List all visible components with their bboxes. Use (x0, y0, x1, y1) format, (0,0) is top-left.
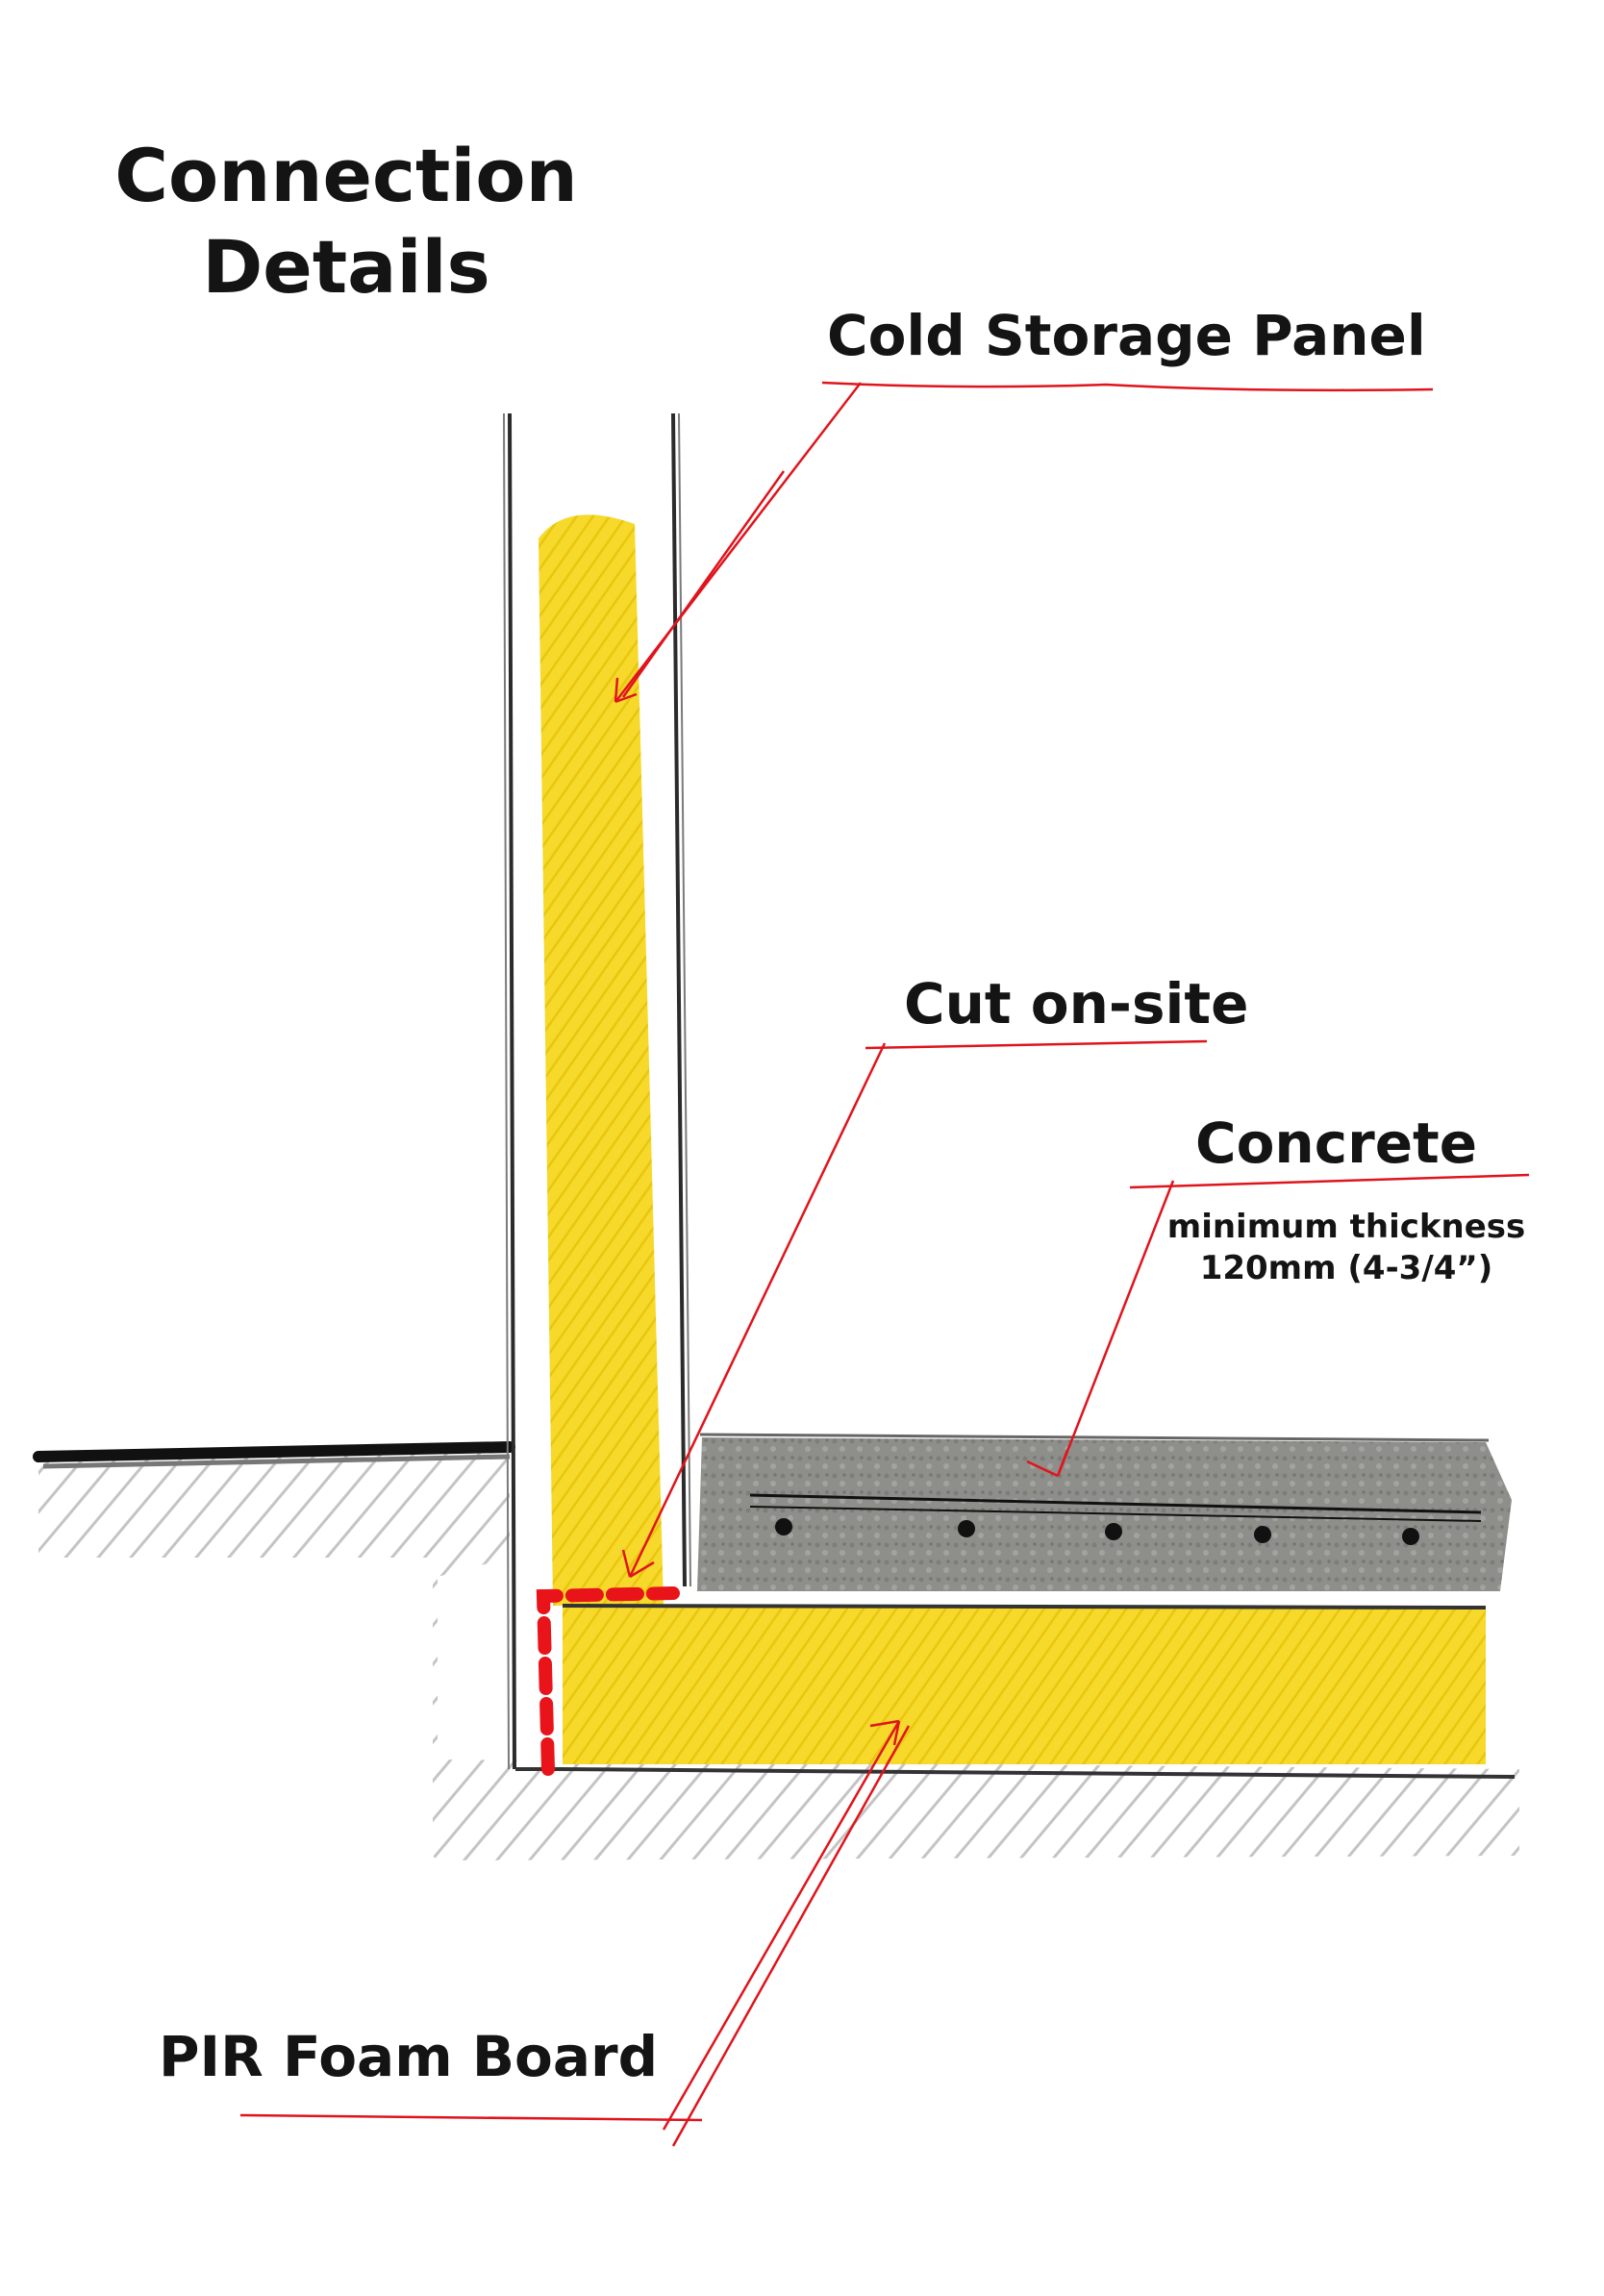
underline-pir-foam-board (239, 2113, 703, 2122)
concrete-note-line-1: minimum thickness (1166, 1208, 1526, 1246)
leader-concrete (1056, 1180, 1175, 1477)
leader-cold-storage-panel (614, 382, 862, 703)
label-pir-foam-board: PIR Foam Board (159, 2024, 659, 2089)
label-cold-storage-panel: Cold Storage Panel (827, 303, 1426, 368)
existing-floor-line (33, 1441, 515, 1469)
pir-foam-board (515, 1604, 1516, 1779)
label-concrete-note: minimum thickness 120mm (4-3/4”) (1164, 1207, 1529, 1288)
page-title: Connection Details (96, 130, 596, 312)
cut-line (536, 1586, 680, 1776)
leader-cut-on-site (628, 1042, 887, 1578)
leader-pir-foam-board (662, 1720, 901, 2131)
rebar (749, 1493, 1482, 1545)
underline-cold-storage-panel (821, 381, 1434, 392)
underline-concrete (1129, 1173, 1530, 1189)
title-line-2: Details (202, 224, 490, 310)
cold-storage-wall-panel (503, 412, 691, 1770)
ground-hatching (38, 1442, 1519, 1860)
leader-lines (239, 381, 1530, 2147)
label-concrete: Concrete (1195, 1111, 1478, 1176)
concrete-note-line-2: 120mm (4-3/4”) (1199, 1248, 1493, 1287)
underline-cut-on-site (865, 1039, 1208, 1050)
label-cut-on-site: Cut on-site (904, 971, 1249, 1036)
title-line-1: Connection (114, 133, 578, 218)
